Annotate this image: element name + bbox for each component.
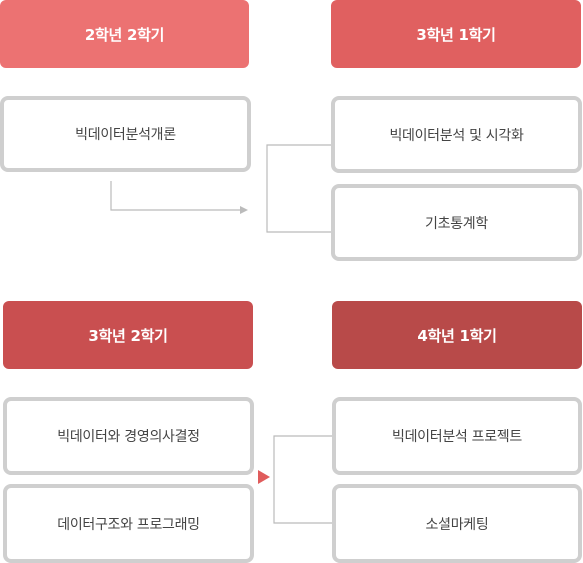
connector-arrow-1	[110, 181, 240, 211]
course-box-social-marketing: 소셜마케팅	[332, 484, 582, 563]
semester-header-4-1: 4학년 1학기	[332, 301, 582, 369]
connector-bracket-top	[266, 144, 331, 233]
arrow-head-red	[258, 470, 270, 484]
semester-header-2-2: 2학년 2학기	[0, 0, 249, 68]
course-box-big-data-analysis-visualization: 빅데이터분석 및 시각화	[331, 96, 582, 173]
course-box-big-data-analysis-project: 빅데이터분석 프로젝트	[332, 397, 582, 475]
semester-header-3-1: 3학년 1학기	[331, 0, 581, 68]
course-box-data-structure-programming: 데이터구조와 프로그래밍	[3, 484, 254, 563]
course-box-intro-big-data-analysis: 빅데이터분석개론	[0, 96, 251, 172]
course-box-big-data-management-decision: 빅데이터와 경영의사결정	[3, 397, 254, 475]
arrow-head-gray	[240, 206, 248, 214]
semester-header-3-2: 3학년 2학기	[3, 301, 253, 369]
connector-bracket-bottom	[273, 435, 332, 524]
course-box-basic-statistics: 기초통계학	[331, 184, 582, 261]
